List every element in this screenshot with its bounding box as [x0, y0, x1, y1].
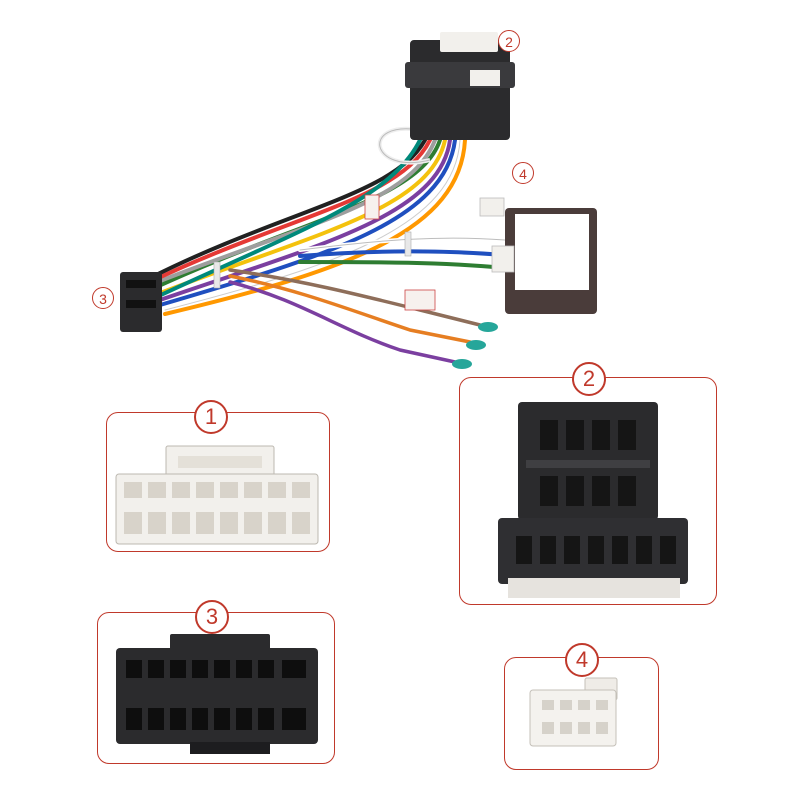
panel-connector-1	[106, 412, 330, 552]
callout-4: 4	[512, 162, 534, 184]
badge-4: 4	[565, 643, 599, 677]
badge-1: 1	[194, 400, 228, 434]
callout-2: 2	[498, 30, 520, 52]
wiring-harness-photo	[120, 32, 597, 369]
panel-connector-3	[97, 612, 335, 764]
callout-3: 3	[92, 287, 114, 309]
panel-connector-2	[459, 377, 717, 605]
badge-3: 3	[195, 600, 229, 634]
badge-2: 2	[572, 362, 606, 396]
